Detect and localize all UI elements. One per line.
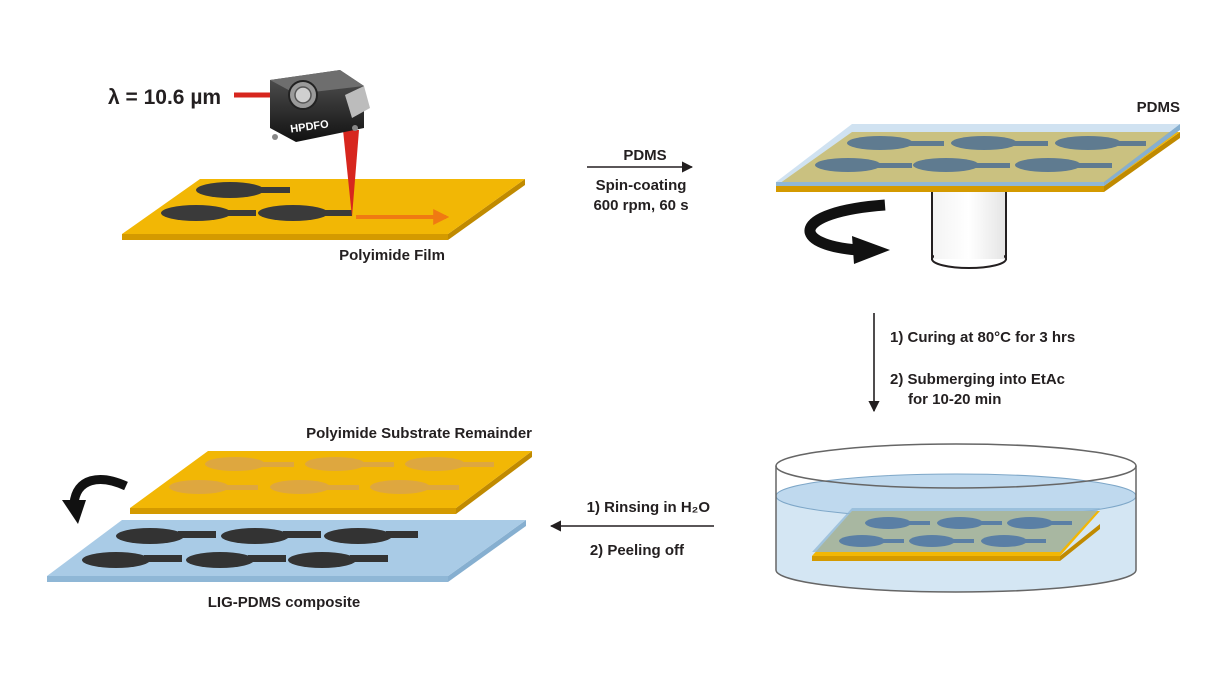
polyimide-film-side: [122, 234, 448, 240]
electrode-imprint: [270, 480, 359, 494]
electrode-imprint: [169, 480, 258, 494]
submerging-label: 2) Submerging into EtAc: [890, 371, 1065, 388]
lig-electrode: [839, 535, 904, 547]
polyimide-film-side-right: [448, 179, 525, 240]
lig-electrode: [324, 528, 418, 544]
electrode-imprint: [305, 457, 394, 471]
laser-step: HPDFO λ = 10.6 µm Polyimide Film: [108, 70, 525, 264]
submerging-time-label: for 10-20 min: [908, 391, 1001, 408]
laser-device-label: HPDFO: [290, 118, 330, 135]
lig-pdms-composite-label: LIG-PDMS composite: [208, 594, 361, 611]
lig-electrode: [1055, 136, 1146, 150]
electrode-imprint: [405, 457, 494, 471]
lig-electrode: [288, 552, 388, 568]
lig-electrode: [909, 535, 974, 547]
spin-params-label: 600 rpm, 60 s: [593, 197, 688, 214]
lig-electrode: [815, 158, 912, 172]
wavelength-label: λ = 10.6 µm: [108, 86, 221, 109]
lig-electrode: [1007, 517, 1072, 529]
lig-electrode: [82, 552, 182, 568]
polyimide-film-label: Polyimide Film: [339, 247, 445, 264]
lig-electrode: [161, 205, 256, 221]
electrode-imprint: [370, 480, 459, 494]
polyimide-remainder-label: Polyimide Substrate Remainder: [306, 425, 532, 442]
peel-step: Polyimide Substrate Remainder LIG-PDMS c…: [47, 425, 532, 611]
lig-electrode: [221, 528, 321, 544]
laser-device: HPDFO: [270, 70, 370, 142]
lig-electrode: [937, 517, 1002, 529]
curing-arrow: 1) Curing at 80°C for 3 hrs 2) Submergin…: [868, 313, 1075, 413]
lig-electrode: [913, 158, 1010, 172]
electrode-imprint: [205, 457, 294, 471]
spin-coating-label: Spin-coating: [596, 177, 687, 194]
pdms-label: PDMS: [1137, 99, 1180, 116]
lig-electrode: [1015, 158, 1112, 172]
spin-step: PDMS: [776, 99, 1180, 269]
rinsing-arrow: 1) Rinsing in H₂O 2) Peeling off: [549, 499, 714, 559]
lig-electrode: [951, 136, 1048, 150]
lig-electrode: [865, 517, 930, 529]
curing-label: 1) Curing at 80°C for 3 hrs: [890, 329, 1075, 346]
rotation-arrow-icon: [804, 199, 890, 264]
spin-chuck: [931, 185, 1007, 269]
peel-arrow-icon: [62, 475, 128, 524]
spin-arrow-pdms-label: PDMS: [623, 147, 666, 164]
laser-beam-focus: [343, 130, 359, 217]
spin-coating-arrow: PDMS Spin-coating 600 rpm, 60 s: [587, 147, 694, 214]
lig-electrode: [186, 552, 286, 568]
peeling-label: 2) Peeling off: [590, 542, 685, 559]
rinsing-label: 1) Rinsing in H₂O: [587, 499, 711, 516]
lig-electrode: [258, 205, 352, 221]
lig-electrode: [847, 136, 944, 150]
lig-electrode: [116, 528, 216, 544]
lig-electrode: [981, 535, 1046, 547]
lig-electrode: [196, 182, 290, 198]
petri-dish: [775, 443, 1137, 593]
